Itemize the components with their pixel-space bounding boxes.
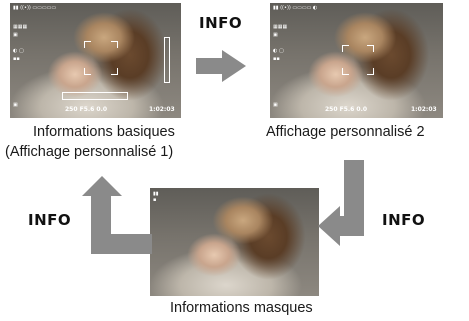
screen-basic-info: ▮▮ ((•)) ▭▭▭▭▭ ▦▦▦▣◐ ▢▪▪ ▣ 250 F5.6 0.0 … xyxy=(10,3,181,118)
down-left-arrow-icon xyxy=(318,160,364,246)
info-label-right: INFO xyxy=(382,211,426,229)
level-gauge xyxy=(164,37,170,83)
osd-bottom-left-icon: ▣ xyxy=(273,102,278,108)
osd-bottom-left-icon: ▣ xyxy=(13,102,18,108)
screen-hidden-info: ▮▮▪ xyxy=(150,188,319,296)
baby-photo xyxy=(270,3,443,118)
osd-exposure: 250 F5.6 0.0 xyxy=(325,106,368,113)
caption-custom-2: Affichage personnalisé 2 xyxy=(266,124,425,140)
af-frame xyxy=(342,45,374,75)
horizon-gauge xyxy=(62,92,128,100)
screen-custom-display-2: ▮▮ ((•)) ▭▭▭▭ ◐ ▦▦▦▣◐ ▢▪▪ ▣ 250 F5.6 0.0… xyxy=(270,3,443,118)
info-label-left: INFO xyxy=(28,211,72,229)
osd-left-column: ▦▦▦▣◐ ▢▪▪ xyxy=(273,24,288,62)
up-turn-arrow-icon xyxy=(82,176,152,254)
osd-top-left: ▮▮▪ xyxy=(153,191,159,203)
osd-top-left: ▮▮ ((•)) ▭▭▭▭ ◐ xyxy=(273,5,318,11)
caption-hidden: Informations masques xyxy=(170,300,313,316)
osd-time: 1:02:03 xyxy=(411,106,437,113)
right-arrow-icon xyxy=(196,50,246,82)
af-frame xyxy=(84,41,118,75)
osd-top-left: ▮▮ ((•)) ▭▭▭▭▭ xyxy=(13,5,57,11)
baby-photo xyxy=(150,188,319,296)
caption-basic-line1: Informations basiques xyxy=(33,124,175,140)
osd-time: 1:02:03 xyxy=(149,106,175,113)
baby-photo xyxy=(10,3,181,118)
osd-left-column: ▦▦▦▣◐ ▢▪▪ xyxy=(13,24,28,62)
caption-basic-line2: (Affichage personnalisé 1) xyxy=(5,144,174,160)
info-label-top: INFO xyxy=(199,14,243,32)
osd-exposure: 250 F5.6 0.0 xyxy=(65,106,108,113)
